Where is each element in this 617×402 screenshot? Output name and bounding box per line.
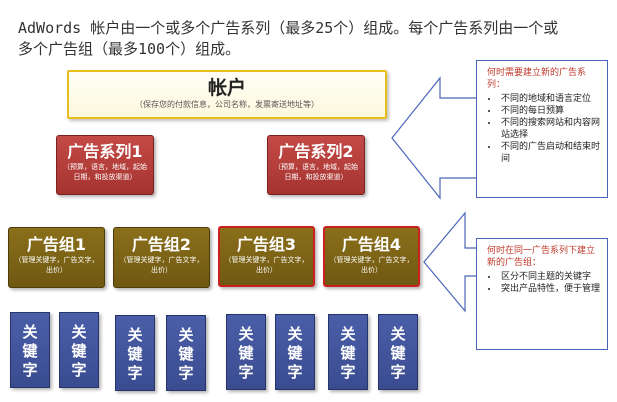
note-question: 何时在同一广告系列下建立新的广告组： (487, 246, 596, 268)
note-question: 何时需要建立新的广告系列： (487, 68, 587, 90)
keyword-char: 关 (287, 325, 303, 343)
keyword-char: 关 (71, 323, 87, 341)
keyword-char: 字 (127, 364, 143, 382)
keyword-char: 键 (340, 344, 356, 362)
callout-note-adgroup: 何时在同一广告系列下建立新的广告组： 区分不同主题的关键字 突出产品特性，便于管… (476, 238, 608, 350)
callout-arrow-1 (391, 76, 478, 200)
keyword-box: 关键字 (59, 312, 99, 388)
adgroup-desc: （管理关键字，广告文字，出价） (329, 256, 414, 274)
note-item: 突出产品特性，便于管理 (499, 283, 601, 295)
keyword-char: 关 (178, 326, 194, 344)
keyword-char: 键 (287, 344, 303, 362)
campaign-box-1: 广告系列1 （预算，语言，地域，起始日期，和投放渠道） (56, 135, 154, 195)
adgroup-box-4: 广告组4 （管理关键字，广告文字，出价） (323, 226, 420, 287)
campaign-title: 广告系列2 (278, 142, 354, 161)
callout-arrow-2 (423, 211, 478, 313)
keyword-box: 关键字 (10, 312, 50, 388)
keyword-char: 字 (71, 361, 87, 379)
note-list: 不同的地域和语言定位 不同的每日预算 不同的搜索网站和内容网站选择 不同的广告启… (487, 93, 601, 165)
keyword-box: 关键字 (115, 315, 155, 391)
adgroup-box-2: 广告组2 （管理关键字，广告文字，出价） (113, 227, 210, 288)
intro-line-1: AdWords 帐户由一个或多个广告系列（最多25个）组成。每个广告系列由一个或 (18, 19, 559, 37)
keyword-char: 键 (22, 342, 38, 360)
adgroup-box-3: 广告组3 （管理关键字，广告文字，出价） (218, 226, 315, 287)
note-list: 区分不同主题的关键字 突出产品特性，便于管理 (487, 271, 601, 295)
account-subtitle: （保存您的付款信息，公司名称，发票寄送地址等） (135, 100, 319, 109)
campaign-desc: （预算，语言，地域，起始日期，和投放渠道） (274, 163, 358, 181)
keyword-char: 字 (390, 363, 406, 381)
note-item: 不同的搜索网站和内容网站选择 (499, 117, 601, 141)
adgroup-box-1: 广告组1 （管理关键字，广告文字，出价） (8, 227, 105, 288)
adgroup-title: 广告组2 (131, 235, 192, 254)
keyword-box: 关键字 (275, 314, 315, 390)
adgroup-title: 广告组3 (236, 235, 297, 254)
keyword-char: 字 (340, 363, 356, 381)
keyword-char: 键 (127, 345, 143, 363)
keyword-char: 键 (178, 345, 194, 363)
account-box: 帐户 （保存您的付款信息，公司名称，发票寄送地址等） (67, 70, 387, 119)
keyword-char: 关 (22, 323, 38, 341)
keyword-box: 关键字 (166, 315, 206, 391)
keyword-box: 关键字 (328, 314, 368, 390)
intro-line-2: 多个广告组（最多100个）组成。 (18, 40, 241, 58)
note-item: 区分不同主题的关键字 (499, 271, 601, 283)
intro-text: AdWords 帐户由一个或多个广告系列（最多25个）组成。每个广告系列由一个或… (18, 18, 608, 60)
keyword-box: 关键字 (226, 314, 266, 390)
adgroup-title: 广告组1 (26, 235, 87, 254)
note-item: 不同的地域和语言定位 (499, 93, 601, 105)
keyword-char: 关 (390, 325, 406, 343)
keyword-char: 字 (238, 363, 254, 381)
keyword-char: 字 (287, 363, 303, 381)
adgroup-desc: （管理关键字，广告文字，出价） (224, 256, 309, 274)
keyword-char: 关 (127, 326, 143, 344)
keyword-char: 字 (178, 364, 194, 382)
note-item: 不同的每日预算 (499, 105, 601, 117)
keyword-char: 键 (238, 344, 254, 362)
campaign-desc: （预算，语言，地域，起始日期，和投放渠道） (63, 163, 147, 181)
adgroup-desc: （管理关键字，广告文字，出价） (119, 256, 204, 274)
keyword-char: 关 (238, 325, 254, 343)
keyword-box: 关键字 (378, 314, 418, 390)
note-item: 不同的广告启动和结束时间 (499, 141, 601, 165)
keyword-char: 键 (390, 344, 406, 362)
callout-note-campaign: 何时需要建立新的广告系列： 不同的地域和语言定位 不同的每日预算 不同的搜索网站… (476, 60, 608, 198)
keyword-char: 字 (22, 361, 38, 379)
account-title: 帐户 (207, 77, 246, 99)
keyword-char: 键 (71, 342, 87, 360)
adgroup-desc: （管理关键字，广告文字，出价） (14, 256, 99, 274)
keyword-char: 关 (340, 325, 356, 343)
campaign-title: 广告系列1 (67, 142, 143, 161)
campaign-box-2: 广告系列2 （预算，语言，地域，起始日期，和投放渠道） (267, 135, 365, 195)
adgroup-title: 广告组4 (341, 235, 402, 254)
